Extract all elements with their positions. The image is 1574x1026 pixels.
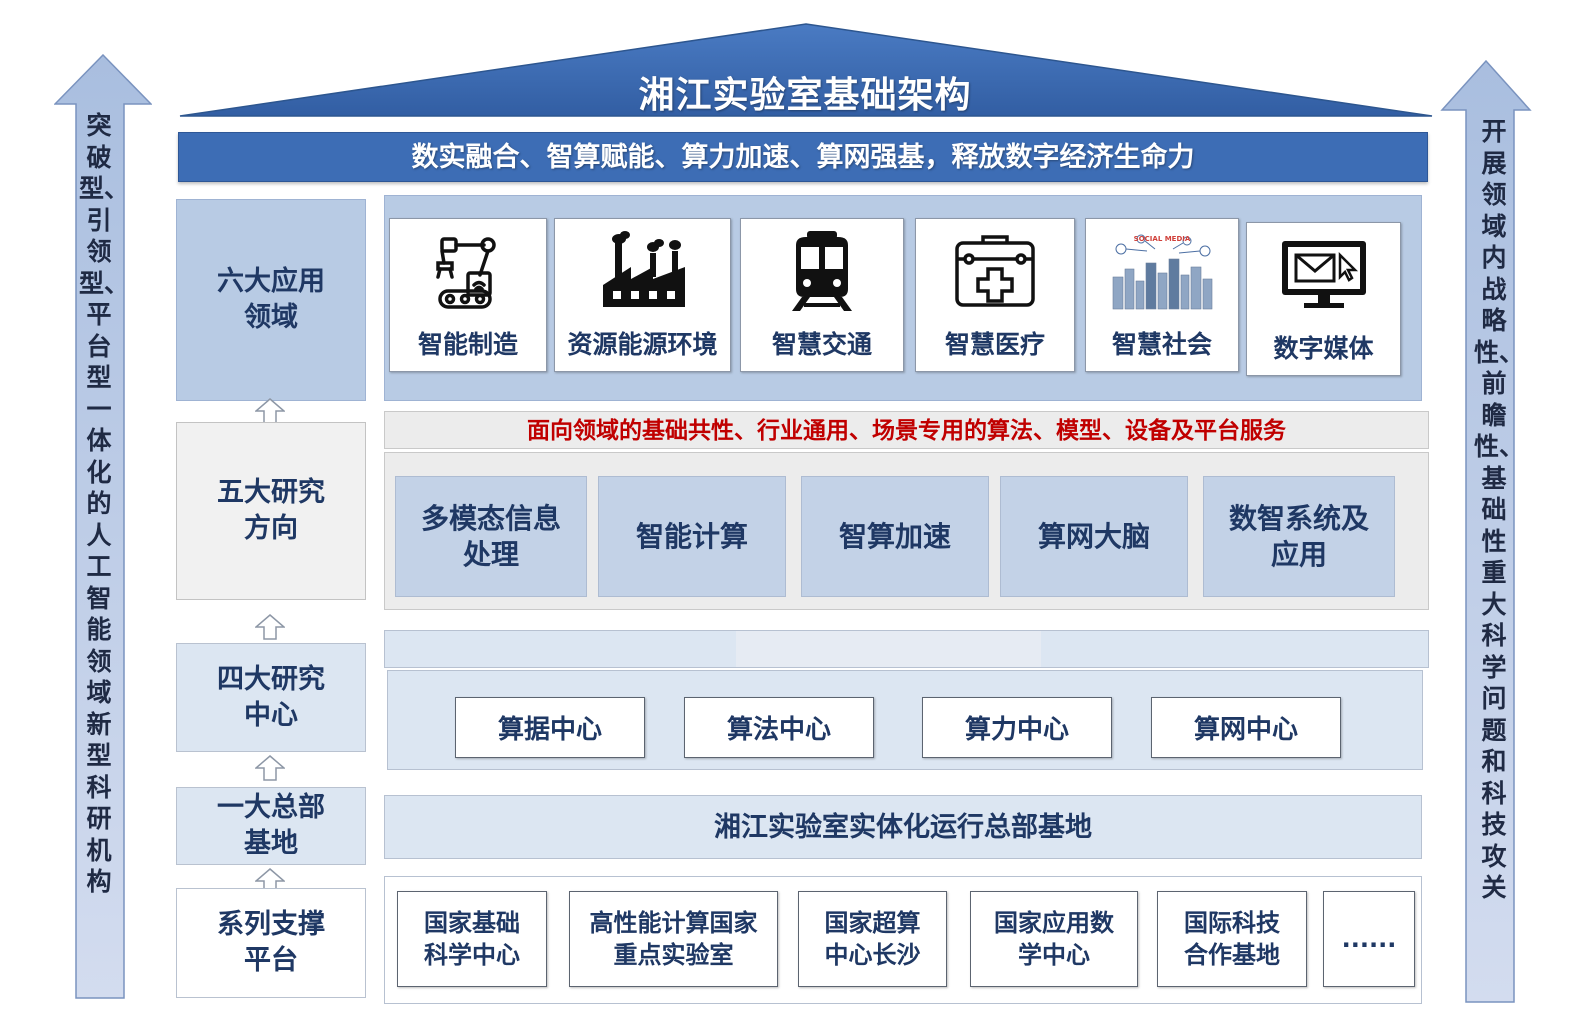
app-card-transport: 智慧交通 — [740, 218, 904, 372]
smart-city-icon-text: SOCIAL MEDIA — [1134, 235, 1191, 243]
platform-card-more: ...... — [1323, 891, 1415, 987]
direction-card: 多模态信息处理 — [395, 476, 587, 597]
slogan-bar: 数实融合、智算赋能、算力加速、算网强基，释放数字经济生命力 — [178, 132, 1428, 182]
center-box: 算法中心 — [684, 697, 874, 758]
platform-label: ...... — [1341, 925, 1397, 953]
medical-kit-icon — [955, 235, 1035, 307]
app-label: 智能制造 — [417, 330, 518, 359]
center-label: 算力中心 — [964, 715, 1069, 745]
left-side-arrow — [54, 54, 152, 999]
factory-icon — [602, 231, 685, 307]
direction-label: 多模态信息处理 — [420, 501, 561, 571]
center-box: 算网中心 — [1151, 697, 1341, 758]
direction-card: 智算加速 — [801, 476, 989, 597]
level-label-directions: 五大研究方向 — [176, 422, 366, 600]
level-label-directions-text: 五大研究方向 — [217, 477, 325, 544]
up-arrow-icon — [255, 755, 285, 781]
direction-label: 算网大脑 — [1037, 519, 1150, 553]
services-bar: 面向领域的基础共性、行业通用、场景专用的算法、模型、设备及平台服务 — [384, 411, 1429, 449]
app-label: 数字媒体 — [1273, 334, 1374, 363]
platform-card: 国家应用数学中心 — [970, 891, 1138, 987]
platform-card: 国家基础科学中心 — [397, 891, 547, 987]
roof-shape — [179, 23, 1433, 117]
center-label: 算据中心 — [497, 715, 602, 745]
direction-card: 数智系统及应用 — [1203, 476, 1395, 597]
level-label-apps-text: 六大应用领域 — [217, 266, 325, 333]
up-arrow-icon — [255, 614, 285, 640]
app-card-medical: 智慧医疗 — [915, 218, 1075, 372]
platform-card: 国际科技合作基地 — [1157, 891, 1307, 987]
level-label-apps: 六大应用领域 — [176, 199, 366, 401]
center-label: 算法中心 — [726, 715, 831, 745]
center-box: 算据中心 — [455, 697, 645, 758]
platform-label: 高性能计算国家重点实验室 — [589, 909, 758, 969]
center-label: 算网中心 — [1193, 715, 1298, 745]
app-label: 资源能源环境 — [567, 330, 718, 359]
platform-card: 高性能计算国家重点实验室 — [569, 891, 778, 987]
direction-label: 数智系统及应用 — [1228, 501, 1369, 571]
app-card-media: 数字媒体 — [1246, 222, 1401, 376]
level-label-centers: 四大研究中心 — [176, 643, 366, 752]
direction-card: 智能计算 — [598, 476, 786, 597]
app-label: 智慧交通 — [771, 330, 872, 359]
hq-bar: 湘江实验室实体化运行总部基地 — [384, 795, 1422, 859]
platform-label: 国际科技合作基地 — [1184, 909, 1280, 969]
app-card-manufacturing: 智能制造 — [389, 218, 547, 372]
level-label-centers-text: 四大研究中心 — [217, 663, 325, 731]
platform-label: 国家超算中心长沙 — [824, 909, 921, 969]
level-label-hq-text: 一大总部基地 — [217, 792, 325, 859]
app-card-energy: 资源能源环境 — [554, 218, 731, 372]
platform-card: 国家超算中心长沙 — [798, 891, 947, 987]
centers-header-highlight — [736, 631, 1041, 667]
platform-label: 国家基础科学中心 — [424, 909, 520, 969]
train-icon — [792, 231, 852, 311]
app-label: 智慧医疗 — [944, 330, 1045, 359]
page-title: 湘江实验室基础架构 — [638, 75, 972, 116]
level-label-platforms-text: 系列支撑平台 — [217, 909, 325, 976]
direction-card: 算网大脑 — [1000, 476, 1188, 597]
smart-city-icon: SOCIAL MEDIA — [1112, 234, 1213, 310]
level-label-hq: 一大总部基地 — [176, 787, 366, 865]
center-box: 算力中心 — [922, 697, 1112, 758]
direction-label: 智能计算 — [635, 519, 748, 553]
app-card-society: SOCIAL MEDIA 智慧社会 — [1085, 218, 1239, 372]
platform-label: 国家应用数学中心 — [994, 909, 1114, 969]
up-arrow-icon — [255, 398, 285, 424]
direction-label: 智算加速 — [838, 519, 951, 553]
level-label-platforms: 系列支撑平台 — [176, 888, 366, 998]
app-label: 智慧社会 — [1111, 330, 1212, 359]
robot-arm-icon — [436, 237, 496, 309]
right-side-arrow — [1440, 60, 1532, 1003]
left-side-text: 突破型、引领型、平台型一体化的人工智能领域新型科研机构 — [79, 111, 130, 896]
right-side-text: 开展领域内战略性、前瞻性、基础性重大科学问题和科技攻关 — [1474, 117, 1525, 902]
monitor-mail-icon — [1281, 241, 1366, 308]
